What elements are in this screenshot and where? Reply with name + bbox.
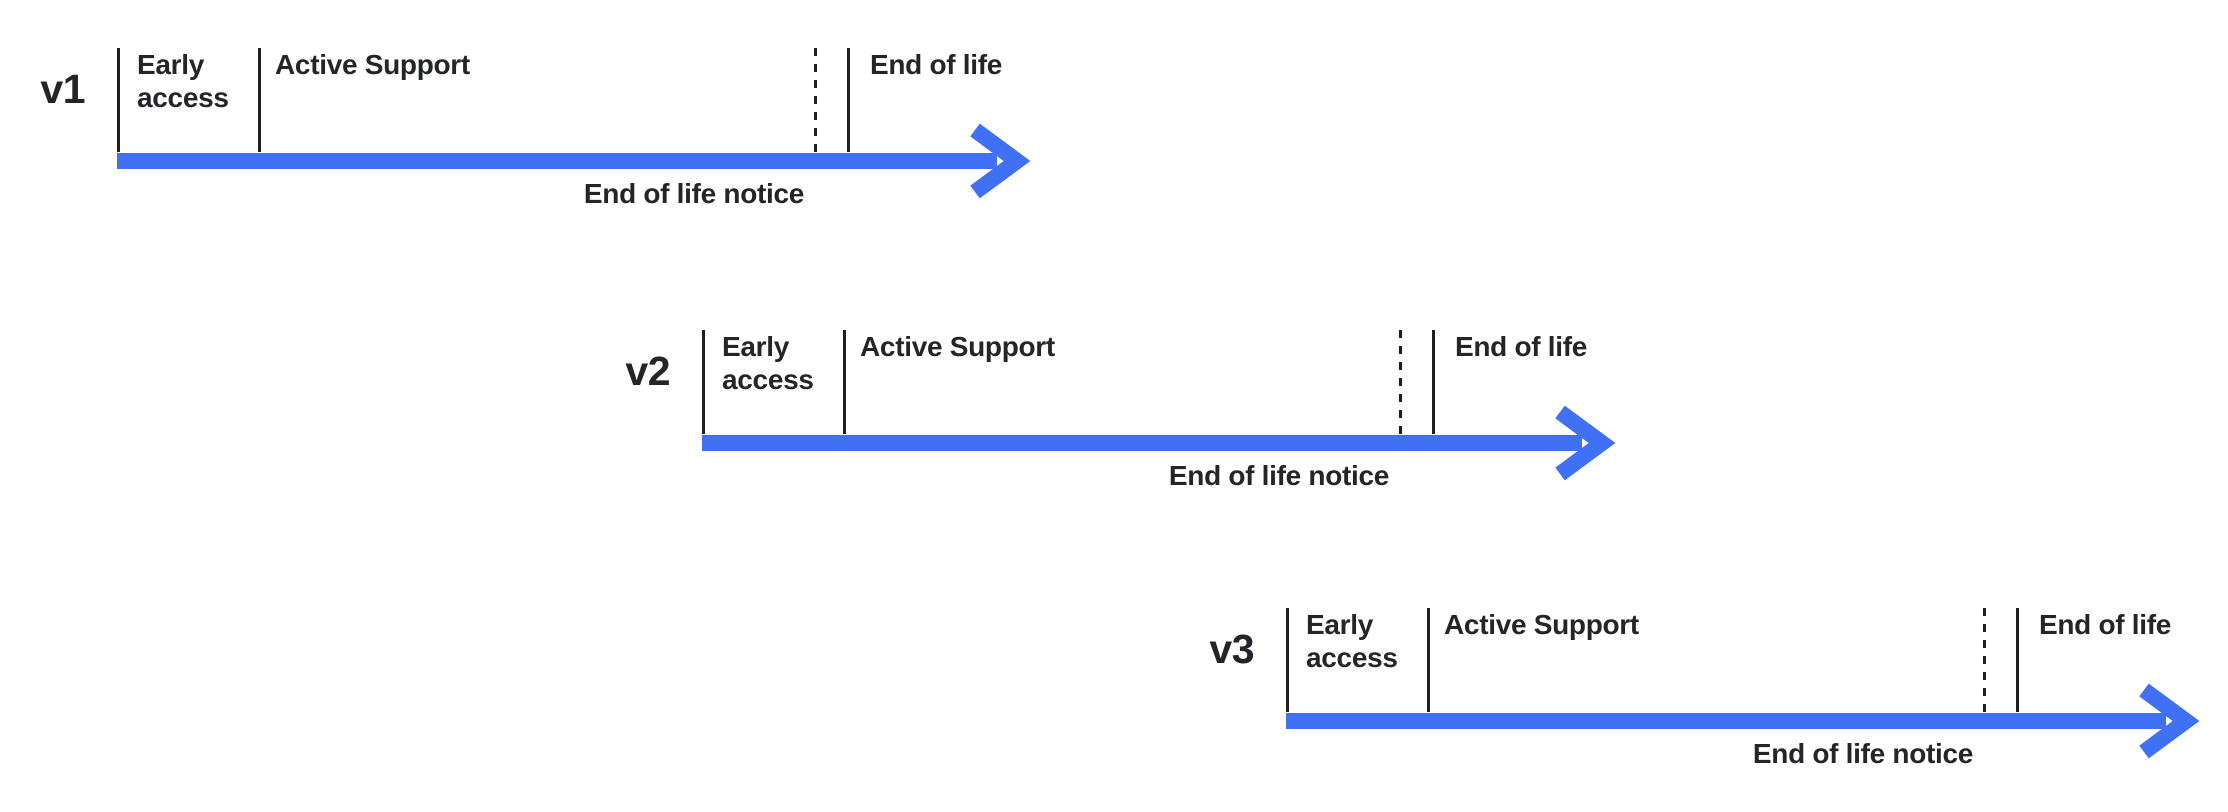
eol-notice-dashed-tick bbox=[1983, 608, 1986, 713]
end-of-life-label: End of life bbox=[870, 49, 1003, 80]
timeline-row-v2: v2 Early access Active Support End of li… bbox=[625, 330, 1662, 560]
early-access-label: Early access bbox=[137, 49, 229, 113]
timeline-arrow bbox=[1286, 683, 2200, 759]
active-support-label: Active Support bbox=[275, 49, 470, 80]
arrow-head-icon bbox=[970, 123, 1031, 199]
arrow-head-icon bbox=[2139, 683, 2200, 759]
end-of-life-tick bbox=[1432, 330, 1435, 434]
active-support-start-tick bbox=[843, 330, 846, 434]
end-of-life-notice-label: End of life notice bbox=[1168, 460, 1390, 491]
early-access-start-tick bbox=[702, 330, 705, 434]
active-support-start-tick bbox=[1427, 608, 1430, 712]
end-of-life-tick bbox=[847, 48, 850, 152]
early-access-start-tick bbox=[1286, 608, 1289, 712]
timeline-row-v3: v3 Early access Active Support End of li… bbox=[1209, 608, 2228, 812]
active-support-start-tick bbox=[258, 48, 261, 152]
active-support-label: Active Support bbox=[860, 331, 1055, 362]
early-access-label: Early access bbox=[722, 331, 814, 395]
early-access-label: Early access bbox=[1306, 609, 1398, 673]
active-support-label: Active Support bbox=[1444, 609, 1639, 640]
end-of-life-notice-label: End of life notice bbox=[583, 178, 805, 209]
timeline-arrow bbox=[702, 405, 1616, 481]
end-of-life-label: End of life bbox=[2039, 609, 2172, 640]
end-of-life-label: End of life bbox=[1455, 331, 1588, 362]
early-access-start-tick bbox=[117, 48, 120, 152]
eol-notice-dashed-tick bbox=[1399, 330, 1402, 435]
arrow-head-icon bbox=[1555, 405, 1616, 481]
end-of-life-tick bbox=[2016, 608, 2019, 712]
version-label: v3 bbox=[1209, 626, 1254, 672]
eol-notice-dashed-tick bbox=[814, 48, 817, 153]
timeline-row-v1: v1 Early access Active Support End of li… bbox=[40, 48, 1077, 278]
end-of-life-notice-label: End of life notice bbox=[1752, 738, 1974, 769]
timeline-arrow bbox=[117, 123, 1031, 199]
version-label: v1 bbox=[40, 66, 85, 112]
version-label: v2 bbox=[625, 348, 670, 394]
